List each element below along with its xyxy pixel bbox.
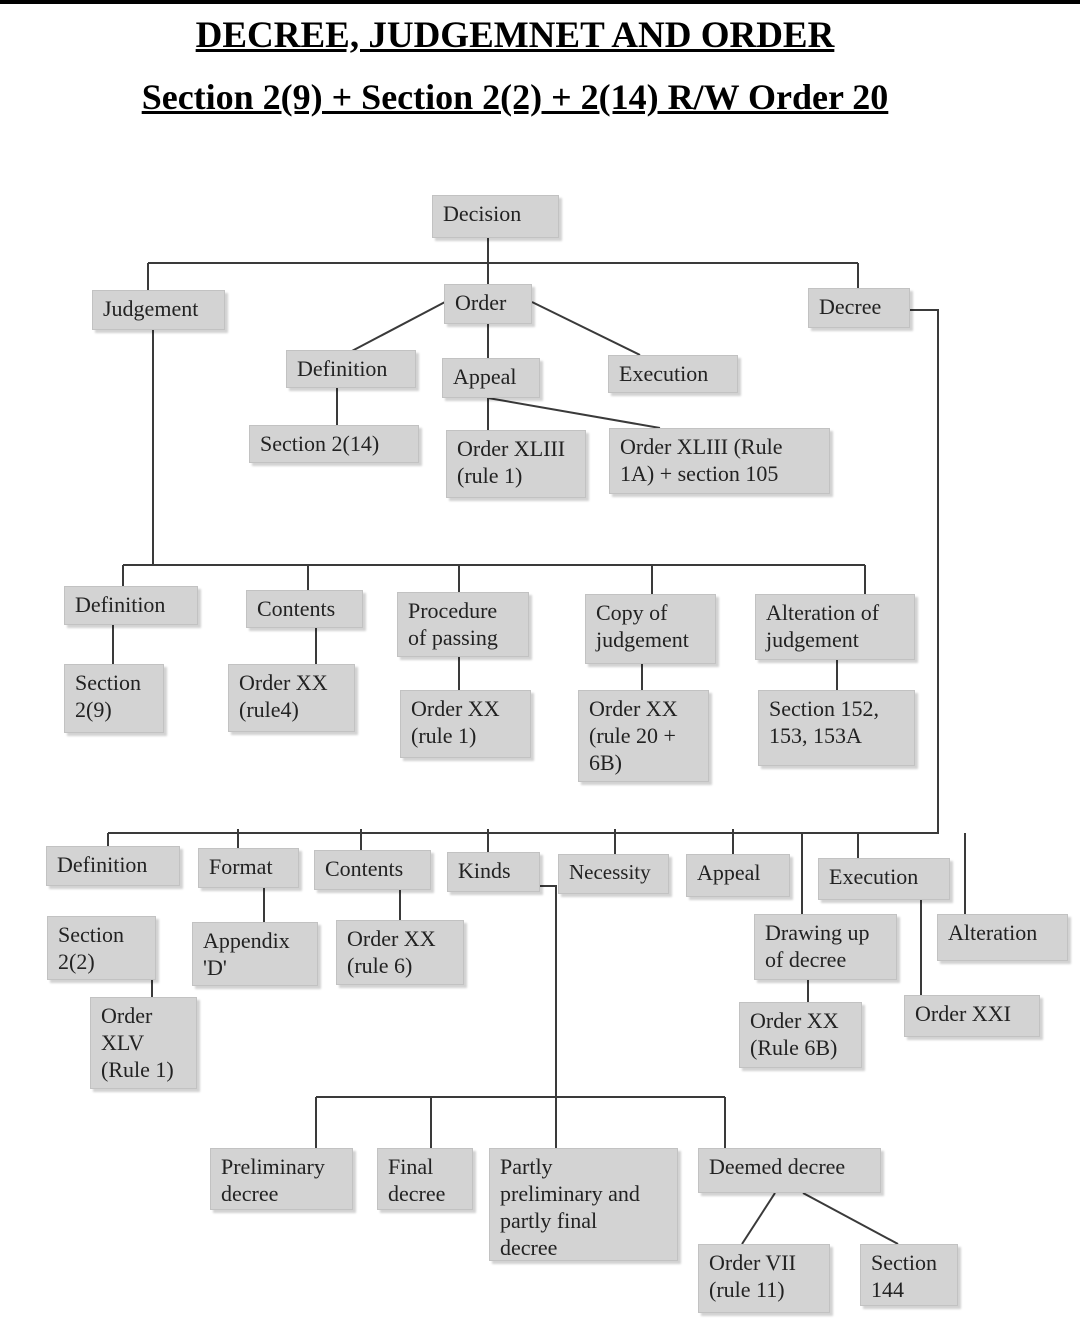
node-judgement-section-2-9: Section 2(9) [64,664,164,733]
node-kinds-deemed: Deemed decree [698,1148,881,1193]
node-decree-necessity: Necessity [558,854,669,894]
node-decree-appendix-d: Appendix 'D' [192,922,318,986]
node-decree-alteration: Alteration [937,914,1068,961]
node-order-section-2-14: Section 2(14) [249,425,419,463]
node-judgement-definition: Definition [64,586,198,625]
diagram-subtitle: Section 2(9) + Section 2(2) + 2(14) R/W … [141,77,889,117]
node-kinds-partly: Partly preliminary and partly final decr… [489,1148,678,1261]
link-kinds-trunk [316,885,725,1098]
node-order-definition: Definition [286,350,416,388]
node-decree-order-xlv: Order XLV (Rule 1) [90,997,197,1089]
diagram-title: DECREE, JUDGEMNET AND ORDER [195,15,835,56]
node-kinds-preliminary: Preliminary decree [210,1148,353,1210]
node-decree-order-xx-rule6b: Order XX (Rule 6B) [739,1002,862,1068]
link-appeal-xliii1a [487,397,661,429]
node-order-execution: Execution [608,355,738,393]
node-judgement-order-xx-rule1: Order XX (rule 1) [400,690,531,758]
node-judgement-order-xx-rule20: Order XX (rule 20 + 6B) [578,690,709,782]
node-judgement-alteration: Alteration of judgement [755,594,915,660]
node-decree-definition: Definition [46,846,180,886]
node-decree: Decree [808,288,910,328]
link-deemed-section144 [802,1192,899,1245]
node-kinds-final: Final decree [377,1148,473,1210]
link-decree-children [107,829,966,914]
node-decree-execution: Execution [818,858,950,900]
node-order-appeal: Appeal [442,358,540,398]
node-decree-order-xxi: Order XXI [904,995,1040,1037]
node-order-xliii-rule1: Order XLIII (rule 1) [446,430,586,498]
node-judgement-order-xx-rule4: Order XX (rule4) [228,664,355,732]
node-decree-order-xx-rule6: Order XX (rule 6) [336,920,464,985]
link-order-execution [531,301,641,356]
link-decree-trunk [108,309,939,834]
node-kinds-order-vii: Order VII (rule 11) [698,1244,830,1313]
node-kinds-section-144: Section 144 [860,1244,958,1306]
node-decree-section-2-2: Section 2(2) [47,916,156,980]
link-order-definition [349,301,446,353]
node-judgement-contents: Contents [246,590,363,628]
node-judgement-section-152: Section 152, 153, 153A [758,690,915,766]
link-decision-bus [147,238,859,290]
link-kinds-children [315,1097,726,1148]
node-decree-format: Format [198,848,299,888]
node-decision: Decision [432,195,559,238]
node-order: Order [444,284,532,324]
top-border [0,0,1080,4]
link-decree-grandchildren [263,888,401,922]
link-deemed-orderVII [741,1192,776,1245]
node-decree-contents: Contents [314,850,431,890]
node-decree-appeal: Appeal [686,854,790,897]
link-judgement-grandchildren [112,625,838,690]
link-judgement-children [122,565,866,594]
node-judgement-procedure: Procedure of passing [397,592,529,657]
link-judgement-trunk [123,330,865,566]
node-decree-drawing-up: Drawing up of decree [754,914,897,980]
node-decree-kinds: Kinds [447,852,540,892]
node-judgement-copy: Copy of judgement [585,594,716,664]
node-judgement: Judgement [92,290,225,330]
node-order-xliii-rule1a: Order XLIII (Rule 1A) + section 105 [609,428,830,494]
